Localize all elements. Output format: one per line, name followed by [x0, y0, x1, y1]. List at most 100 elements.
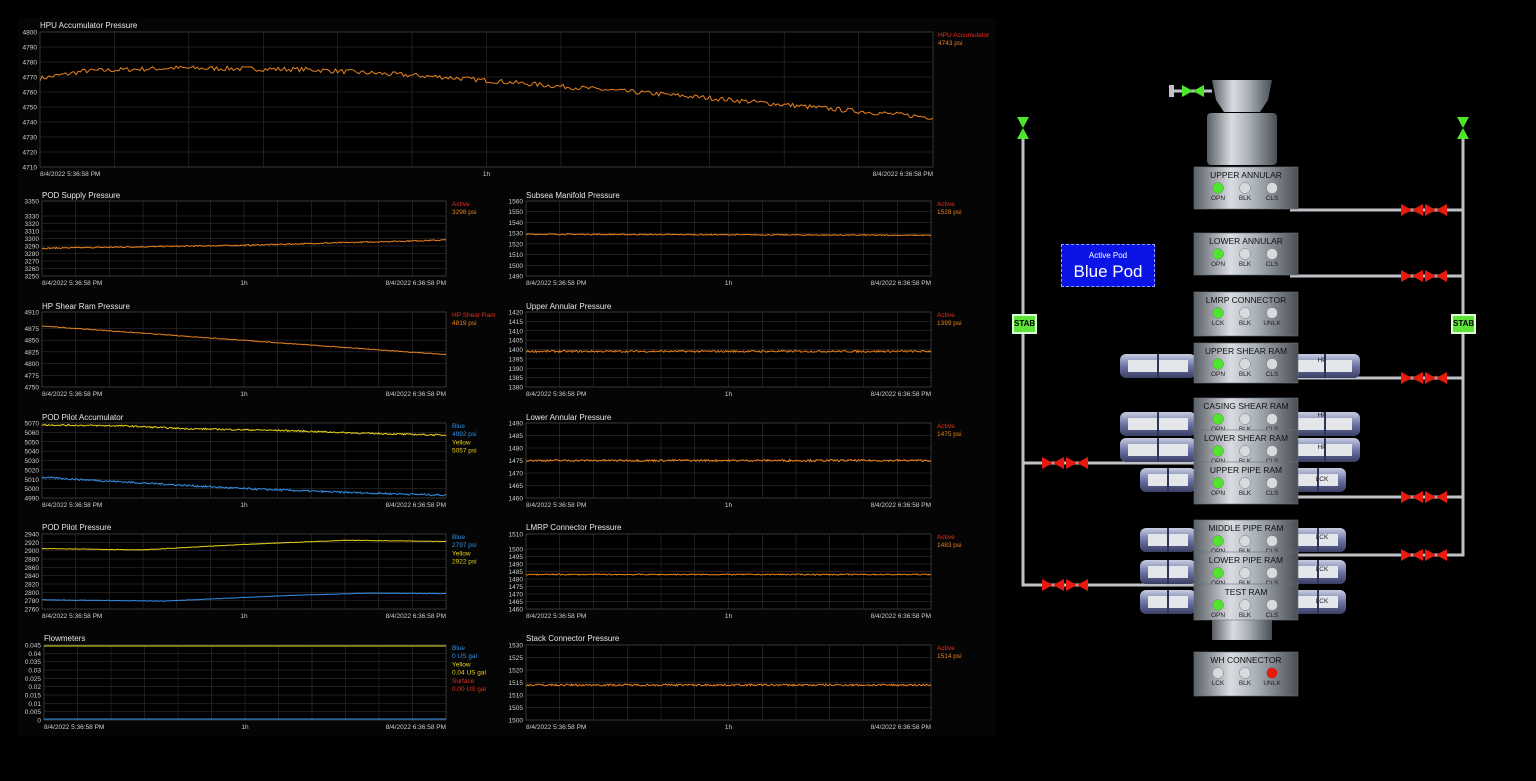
y-tick-label: 2840 [25, 573, 40, 580]
y-tick-label: 2820 [25, 582, 40, 589]
choke-kill-valve [1042, 579, 1064, 591]
x-tick-label: 8/4/2022 6:36:58 PM [386, 391, 446, 398]
legend-entry: Active [937, 423, 955, 430]
y-tick-label: 0.01 [28, 701, 41, 708]
y-tick-label: 4750 [25, 385, 40, 392]
valve-wing [1412, 549, 1423, 561]
x-tick-label: 8/4/2022 6:36:58 PM [871, 502, 931, 509]
status-lamp [1266, 535, 1278, 547]
y-tick-label: 1510 [509, 693, 524, 700]
chart-title: Lower Annular Pressure [526, 413, 612, 422]
legend-entry: 2797 psi [452, 542, 477, 549]
lamp-label: CLS [1266, 612, 1279, 619]
lamp-label: BLK [1239, 261, 1252, 268]
status-lamp [1212, 413, 1224, 425]
legend-entry: 1475 psi [937, 431, 962, 438]
series-active [525, 683, 932, 687]
x-tick-label: 1h [483, 171, 491, 178]
choke-kill-valve [1425, 549, 1447, 561]
y-tick-label: 1540 [509, 220, 524, 227]
shear-ram-operator-right [1290, 438, 1360, 462]
legend-entry: 1399 psi [937, 320, 962, 327]
valve-wing [1412, 204, 1423, 216]
y-tick-label: 1380 [509, 385, 524, 392]
x-tick-label: 8/4/2022 5:36:58 PM [44, 724, 104, 731]
x-tick-label: 8/4/2022 5:36:58 PM [526, 391, 586, 398]
legend-entry: Blue [452, 423, 465, 430]
x-tick-label: 8/4/2022 6:36:58 PM [871, 613, 931, 620]
chart-upper_annular: Upper Annular Pressure138013851390139514… [509, 302, 962, 398]
x-tick-label: 8/4/2022 5:36:58 PM [526, 502, 586, 509]
stab-right[interactable]: STAB [1451, 314, 1476, 334]
valve-wing [1066, 579, 1077, 591]
function-name: LOWER ANNULAR [1209, 236, 1283, 246]
y-tick-label: 4740 [23, 120, 38, 127]
y-tick-label: 3260 [25, 266, 40, 273]
y-tick-label: 5010 [25, 477, 40, 484]
x-tick-label: 8/4/2022 5:36:58 PM [526, 724, 586, 731]
y-tick-label: 0.015 [25, 693, 42, 700]
legend-entry: 1514 psi [937, 653, 962, 660]
y-tick-label: 1460 [509, 496, 524, 503]
y-tick-label: 4775 [25, 373, 40, 380]
status-lamp [1266, 599, 1278, 611]
valve-wing [1077, 579, 1088, 591]
status-lamp [1239, 413, 1251, 425]
y-tick-label: 0 [37, 718, 41, 725]
stab-left[interactable]: STAB [1012, 314, 1037, 334]
valve-wing [1042, 457, 1053, 469]
status-lamp [1266, 248, 1278, 260]
y-tick-label: 1470 [509, 471, 524, 478]
series-blue [41, 476, 447, 497]
chart-title: POD Pilot Accumulator [42, 413, 124, 422]
active-pod-indicator[interactable]: Active Pod Blue Pod [1061, 244, 1155, 287]
y-tick-label: 1470 [509, 592, 524, 599]
legend-entry: Active [452, 201, 470, 208]
choke-kill-valve [1042, 457, 1064, 469]
y-tick-label: 4770 [23, 75, 38, 82]
flex-joint [1207, 113, 1277, 165]
chart-lower_annular: Lower Annular Pressure146014651470147514… [509, 413, 962, 509]
y-tick-label: 2920 [25, 540, 40, 547]
status-lamp [1239, 599, 1251, 611]
legend-entry: 4819 psi [452, 320, 477, 327]
legend-entry: 2922 psi [452, 559, 477, 566]
y-tick-label: 4780 [23, 60, 38, 67]
status-lamp [1239, 567, 1251, 579]
valve-wing [1425, 204, 1436, 216]
side-label: LCK [1316, 476, 1329, 483]
pipe-ram-operator-left [1140, 468, 1196, 492]
status-lamp [1266, 182, 1278, 194]
legend-entry: Yellow [452, 550, 471, 557]
y-tick-label: 1500 [509, 263, 524, 270]
valve-wing [1425, 549, 1436, 561]
lamp-label: CLS [1266, 458, 1279, 465]
y-tick-label: 1480 [509, 446, 524, 453]
choke-kill-valve [1425, 491, 1447, 503]
valve-wing [1401, 372, 1412, 384]
valve-wing [1077, 457, 1088, 469]
y-tick-label: 1420 [509, 310, 524, 317]
y-tick-label: 0.025 [25, 676, 42, 683]
y-tick-label: 1490 [509, 562, 524, 569]
chart-title: Upper Annular Pressure [526, 302, 612, 311]
series-hp-shear-ram [41, 325, 447, 356]
series-active [525, 573, 932, 576]
x-tick-label: 1h [240, 613, 248, 620]
lamp-label: CLS [1266, 490, 1279, 497]
status-lamp [1266, 667, 1278, 679]
valve-wing [1436, 204, 1447, 216]
status-lamp [1212, 477, 1224, 489]
valve-wing [1436, 549, 1447, 561]
